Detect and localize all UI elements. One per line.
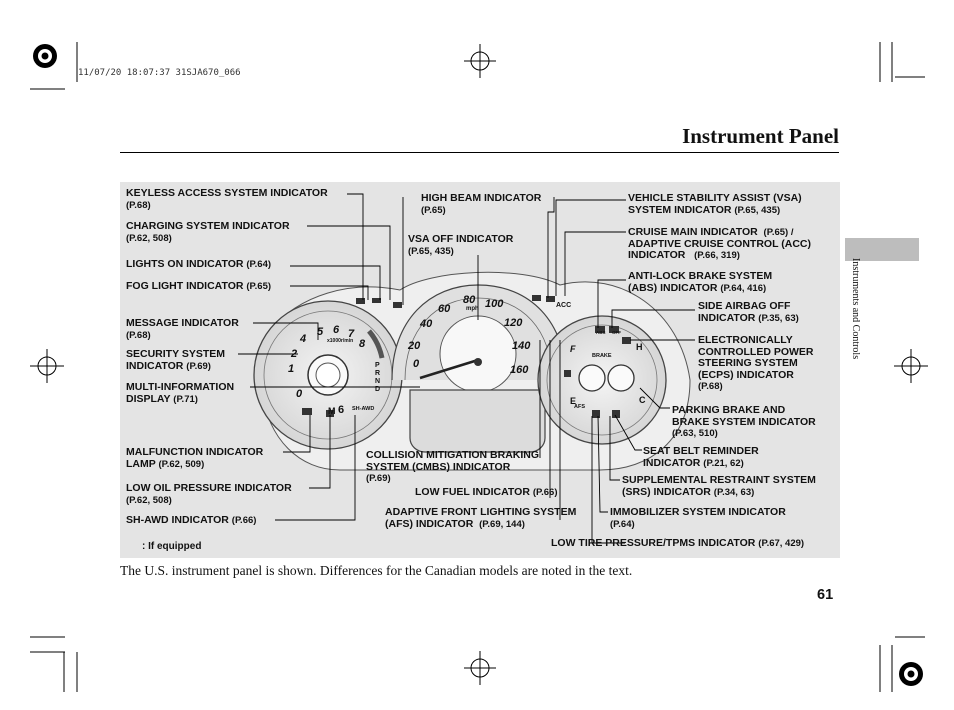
gear-mode: M bbox=[328, 406, 336, 416]
title-rule bbox=[120, 152, 839, 153]
tach-tick: 8 bbox=[359, 338, 366, 350]
label-cruise-main: CRUISE MAIN INDICATOR (P.65) /ADAPTIVE C… bbox=[628, 226, 811, 261]
tach-tick: 1 bbox=[288, 363, 295, 375]
tach-tick: 5 bbox=[317, 326, 324, 338]
gear-digit: 6 bbox=[338, 404, 345, 416]
tach-tick: 0 bbox=[296, 388, 303, 400]
footnote-if-equipped: : If equipped bbox=[142, 541, 202, 552]
side-airbag-off-icon: OFF bbox=[612, 330, 621, 335]
temp-hot-label: H bbox=[636, 342, 643, 352]
gear-indicator-d: D bbox=[375, 386, 381, 393]
page-number: 61 bbox=[817, 587, 834, 603]
sh-awd-icon: SH-AWD bbox=[352, 406, 375, 412]
registration-target-icon bbox=[899, 662, 923, 686]
speed-tick: 120 bbox=[504, 317, 523, 329]
speed-tick: 140 bbox=[512, 340, 531, 352]
speed-tick: 60 bbox=[438, 303, 451, 315]
tachometer-scale: 0 1 2 3 4 5 6 7 8 x1000r/min P R N D M 6… bbox=[270, 318, 390, 438]
side-tab-label: Instruments and Controls bbox=[850, 258, 861, 360]
label-low-fuel: LOW FUEL INDICATOR (P.66) bbox=[415, 486, 558, 498]
afs-icon: AFS bbox=[574, 404, 585, 410]
speed-tick: 160 bbox=[510, 364, 529, 376]
label-fog-light: FOG LIGHT INDICATOR (P.65) bbox=[126, 280, 272, 292]
speed-tick: 80 bbox=[463, 294, 476, 306]
fuel-full-label: F bbox=[570, 344, 576, 354]
tach-tick: 7 bbox=[348, 328, 355, 340]
gear-indicator-r: R bbox=[375, 370, 381, 377]
tach-tick: 2 bbox=[291, 348, 298, 360]
side-tab bbox=[845, 238, 919, 261]
label-charging-system: CHARGING SYSTEM INDICATOR(P.62, 508) bbox=[126, 220, 290, 244]
label-tpms: LOW TIRE PRESSURE/TPMS INDICATOR (P.67, … bbox=[551, 537, 805, 549]
label-low-oil-pressure: LOW OIL PRESSURE INDICATOR(P.62, 508) bbox=[126, 482, 292, 506]
speed-unit: mph bbox=[466, 306, 479, 312]
label-high-beam: HIGH BEAM INDICATOR(P.65) bbox=[421, 192, 542, 216]
print-stamp: 11/07/20 18:07:37 31SJA670_066 bbox=[78, 68, 241, 78]
speed-tick: 100 bbox=[485, 298, 504, 310]
label-abs: ANTI-LOCK BRAKE SYSTEM(ABS) INDICATOR (P… bbox=[628, 270, 773, 294]
tach-tick: 6 bbox=[333, 324, 340, 336]
acc-icon: ACC bbox=[556, 302, 572, 309]
label-immobilizer: IMMOBILIZER SYSTEM INDICATOR(P.64) bbox=[610, 506, 786, 530]
label-afs: ADAPTIVE FRONT LIGHTING SYSTEM(AFS) INDI… bbox=[385, 506, 577, 530]
speed-tick: 40 bbox=[420, 318, 433, 330]
label-lights-on: LIGHTS ON INDICATOR (P.64) bbox=[126, 258, 272, 270]
registration-target-icon bbox=[33, 44, 57, 68]
page-caption: The U.S. instrument panel is shown. Diff… bbox=[120, 563, 633, 578]
page-title: Instrument Panel bbox=[682, 124, 839, 148]
brake-icon: BRAKE bbox=[592, 353, 612, 359]
gear-indicator-n: N bbox=[375, 378, 381, 385]
label-vsa-off: VSA OFF INDICATOR(P.65, 435) bbox=[408, 233, 514, 257]
fuel-temp-scale: H C F E BRAKE AFS ABS OFF ACC bbox=[540, 302, 670, 440]
speed-tick: 0 bbox=[413, 358, 420, 370]
label-sh-awd: SH-AWD INDICATOR (P.66) bbox=[126, 514, 257, 526]
label-srs: SUPPLEMENTAL RESTRAINT SYSTEM(SRS) INDIC… bbox=[622, 474, 816, 498]
temp-cold-label: C bbox=[639, 395, 646, 405]
tach-tick: 4 bbox=[300, 333, 307, 345]
tach-unit: x1000r/min bbox=[327, 338, 354, 344]
abs-icon: ABS bbox=[596, 330, 606, 335]
fuel-empty-label: E bbox=[570, 396, 577, 406]
label-keyless-access: KEYLESS ACCESS SYSTEM INDICATOR(P.68) bbox=[126, 187, 328, 211]
label-message: MESSAGE INDICATOR(P.68) bbox=[126, 317, 239, 341]
gear-indicator-p: P bbox=[375, 362, 380, 369]
speed-tick: 20 bbox=[408, 340, 421, 352]
speedometer-scale: 0 20 40 60 80 100 120 140 160 mph bbox=[408, 294, 540, 390]
label-vsa-system: VEHICLE STABILITY ASSIST (VSA)SYSTEM IND… bbox=[628, 192, 802, 216]
